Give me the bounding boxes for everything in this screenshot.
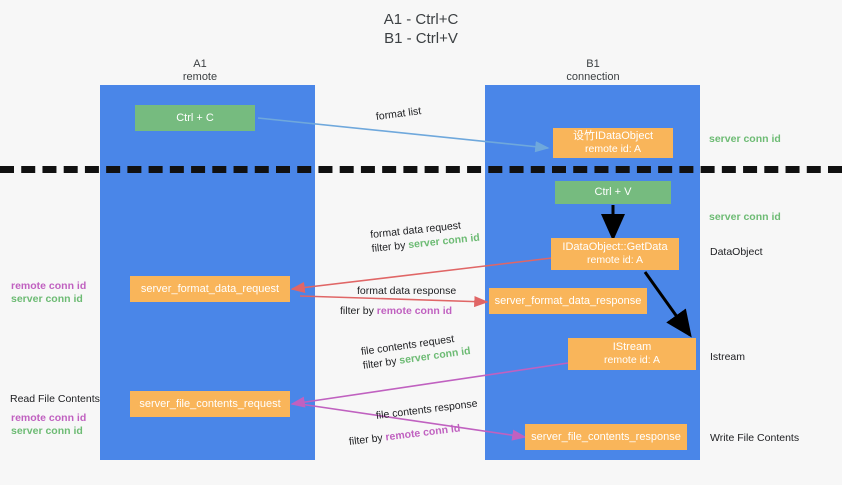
- node-istream-line1: IStream: [612, 341, 652, 353]
- label-server-conn-id-mid: server conn id: [709, 211, 781, 223]
- label-write-file-contents: Write File Contents: [710, 432, 800, 444]
- node-idataobject-line2: remote id: A: [584, 143, 642, 155]
- lane-header-a1: A1 remote: [140, 58, 260, 84]
- node-server-file-contents-response[interactable]: server_file_contents_response: [525, 424, 687, 450]
- node-server-format-data-request-label: server_format_data_request: [140, 282, 280, 295]
- node-ctrl-v-label: Ctrl + V: [594, 186, 632, 198]
- title-line-1: A1 - Ctrl+C: [383, 11, 459, 28]
- connector-label-format-data-response-filter: filter by remote conn id: [340, 305, 453, 317]
- node-istream[interactable]: IStream remote id: A: [568, 338, 696, 370]
- connector-label-format-data-response: format data response: [357, 285, 457, 297]
- node-server-file-contents-request[interactable]: server_file_contents_request: [130, 391, 290, 417]
- node-istream-line2: remote id: A: [603, 354, 661, 366]
- lane-a1-sub: remote: [182, 71, 218, 83]
- arrow-format-data-request: [290, 257, 553, 294]
- node-ctrl-v[interactable]: Ctrl + V: [554, 180, 672, 205]
- phase-divider: [0, 166, 842, 173]
- label-server-conn-id-top: server conn id: [709, 133, 781, 145]
- diagram-title: A1 - Ctrl+C B1 - Ctrl+V: [0, 10, 842, 48]
- node-getdata[interactable]: IDataObject::GetData remote id: A: [551, 238, 679, 270]
- lane-a1-name: A1: [193, 58, 207, 70]
- lane-b1-name: B1: [586, 58, 600, 70]
- label-data-object: DataObject: [710, 246, 763, 258]
- lane-b1-sub: connection: [566, 71, 620, 83]
- node-ctrl-c-label: Ctrl + C: [176, 111, 214, 124]
- node-server-file-contents-request-label: server_file_contents_request: [139, 397, 281, 410]
- node-server-file-contents-response-label: server_file_contents_response: [531, 430, 681, 443]
- arrow-getdata-to-istream: [643, 271, 692, 338]
- arrow-file-contents-response: [299, 403, 527, 441]
- node-idataobject[interactable]: 设竹IDataObject remote id: A: [553, 128, 673, 158]
- label-remote-conn-id-2: remote conn id: [11, 412, 87, 424]
- node-getdata-line1: IDataObject::GetData: [562, 241, 668, 253]
- node-ctrl-c[interactable]: Ctrl + C: [134, 104, 256, 132]
- label-istream: Istream: [710, 351, 746, 363]
- label-server-conn-id-1: server conn id: [11, 293, 83, 305]
- arrow-format-list: [257, 117, 550, 153]
- node-server-format-data-response-label: server_format_data_response: [494, 294, 642, 307]
- node-server-format-data-request[interactable]: server_format_data_request: [130, 276, 290, 302]
- label-remote-conn-id-1: remote conn id: [11, 280, 87, 292]
- lane-header-b1: B1 connection: [533, 58, 653, 84]
- node-getdata-line2: remote id: A: [586, 254, 644, 266]
- node-idataobject-line1: 设竹IDataObject: [572, 130, 654, 142]
- node-server-format-data-response[interactable]: server_format_data_response: [489, 288, 647, 314]
- arrow-file-contents-request: [290, 362, 569, 408]
- arrow-format-data-response: [299, 295, 489, 308]
- title-line-2: B1 - Ctrl+V: [384, 30, 458, 47]
- label-server-conn-id-2: server conn id: [11, 425, 83, 437]
- label-read-file-contents: Read File Contents: [10, 393, 100, 405]
